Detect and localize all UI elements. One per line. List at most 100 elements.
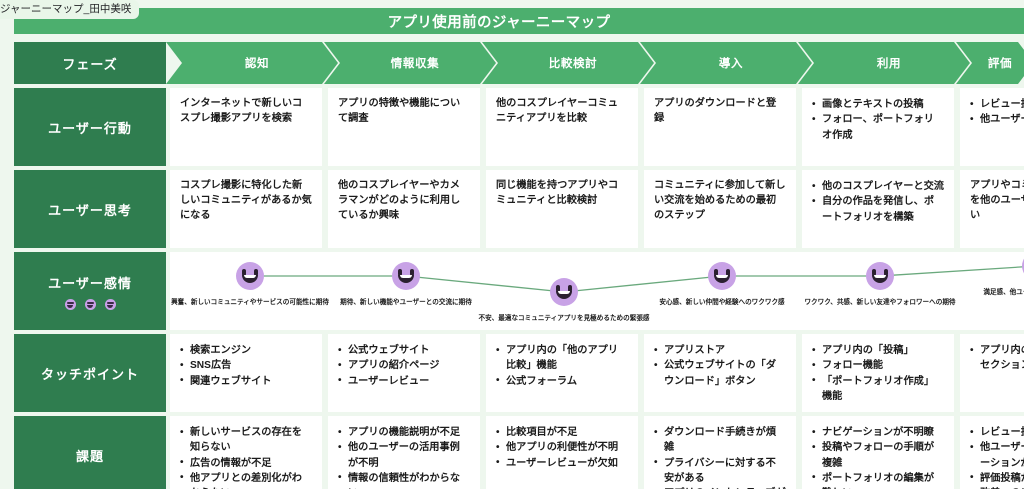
eye-right: [254, 269, 258, 276]
phase-chevron-4[interactable]: 導入: [640, 42, 812, 84]
row-label: ユーザー行動: [14, 88, 166, 166]
journey-cell[interactable]: 公式ウェブサイトアプリの紹介ページユーザーレビュー: [328, 334, 480, 412]
journey-cell[interactable]: アプリ内の「投稿」フォロー機能「ポートフォリオ作成」機能: [802, 334, 954, 412]
cell-list: レビュー投稿他ユーザーとの交流: [970, 96, 1024, 128]
emotion-smiley-icon-6: [1022, 252, 1024, 280]
journey-cell[interactable]: コスプレ撮影に特化した新しいコミュニティがあるか気になる: [170, 170, 322, 248]
list-item: SNS広告: [180, 358, 312, 373]
journey-cell[interactable]: アプリストア公式ウェブサイトの「ダウンロード」ボタン: [644, 334, 796, 412]
list-item: 公式ウェブサイト: [338, 342, 470, 358]
list-item: 他のユーザーの活用事例が不明: [338, 440, 470, 471]
cell-text: 他のコスプレイヤーやカメラマンがどのように利用しているか興味: [338, 180, 461, 221]
journey-cell[interactable]: ナビゲーションが不明瞭投稿やフォローの手順が複雑ポートフォリオの編集が難しいアプ…: [802, 416, 954, 489]
list-item: 評価投稿が面倒: [970, 470, 1024, 486]
emotion-label-icons: [64, 298, 116, 310]
emotion-smiley-icon-4: [708, 262, 736, 290]
smiley-face: [554, 285, 574, 299]
list-item: 公式フォーラム: [496, 373, 628, 389]
phase-chevron-5[interactable]: 利用: [798, 42, 970, 84]
eye-left: [398, 269, 402, 276]
journey-cell[interactable]: レビュー投稿他ユーザーとの交流: [960, 88, 1024, 166]
journey-cell[interactable]: アプリの機能説明が不足他のユーザーの活用事例が不明情報の信頼性がわからない: [328, 416, 480, 489]
page-title: アプリ使用前のジャーニーマップ: [387, 14, 611, 31]
cell-list: 他のコスプレイヤーと交流自分の作品を発信し、ポートフォリオを構築: [812, 178, 944, 225]
cell-list: レビュー投稿他ユーザーとのコミュニケーションが不足評価投稿が面倒改善へのフィード…: [970, 424, 1024, 489]
list-item: 広告の情報が不足: [180, 455, 312, 471]
journey-cell[interactable]: アプリやコミュニティの価値を他のユーザーと共有したい: [960, 170, 1024, 248]
cell-text: アプリのダウンロードと登録: [654, 98, 777, 124]
list-item: フォロー機能: [812, 358, 944, 373]
emotion-smiley-icon-3: [550, 278, 578, 306]
cell-list: ナビゲーションが不明瞭投稿やフォローの手順が複雑ポートフォリオの編集が難しいアプ…: [812, 424, 944, 489]
journey-cell[interactable]: インターネットで新しいコスプレ撮影アプリを検索: [170, 88, 322, 166]
smiley-face: [870, 269, 890, 283]
journey-cell[interactable]: アプリの特徴や機能について調査: [328, 88, 480, 166]
emotion-caption: 興奮、新しいコミュニティやサービスの可能性に期待: [171, 299, 329, 306]
list-item: 「ポートフォリオ作成」機能: [812, 373, 944, 405]
cell-list: アプリの機能説明が不足他のユーザーの活用事例が不明情報の信頼性がわからない: [338, 424, 470, 489]
mouth: [714, 275, 730, 283]
mouth: [398, 275, 414, 283]
journey-cell[interactable]: ダウンロード手続きが煩雑プライバシーに対する不安があるアプリのインセンティブが不…: [644, 416, 796, 489]
row-label: ユーザー思考: [14, 170, 166, 248]
list-item: ダウンロード手続きが煩雑: [654, 425, 786, 456]
list-item: アプリ内の「他のアプリ比較」機能: [496, 343, 628, 374]
eye-right: [726, 269, 730, 276]
list-item: ユーザーレビューが欠如: [496, 455, 628, 471]
cell-list: アプリストア公式ウェブサイトの「ダウンロード」ボタン: [654, 342, 786, 389]
list-item: プライバシーに対する不安がある: [654, 455, 786, 487]
cell-list: アプリ内の「投稿」フォロー機能「ポートフォリオ作成」機能: [812, 342, 944, 405]
phase-chevron-2[interactable]: 情報収集: [324, 42, 496, 84]
emotion-caption: 安心感、新しい仲間や経験へのワクワク感: [659, 299, 785, 306]
cell-list: 新しいサービスの存在を知らない広告の情報が不足他アプリとの差別化がわからない: [180, 425, 312, 489]
journey-cell[interactable]: アプリのダウンロードと登録: [644, 88, 796, 166]
smiley-face: [396, 269, 416, 283]
mouth: [872, 275, 888, 283]
journey-cell[interactable]: アプリ内の「他のアプリ比較」機能公式フォーラム: [486, 334, 638, 412]
emotion-caption: 期待、新しい機能やユーザーとの交流に期待: [340, 299, 472, 306]
document-tab[interactable]: ジャーニーマップ_田中美咲: [0, 0, 140, 19]
journey-cell[interactable]: アプリ内の「レビュー」セクション: [960, 334, 1024, 412]
phase-chevron-label: 評価: [987, 58, 1013, 70]
journey-cell[interactable]: レビュー投稿他ユーザーとのコミュニケーションが不足評価投稿が面倒改善へのフィード…: [960, 416, 1024, 489]
smiley-icon: [84, 298, 96, 310]
list-item: 他ユーザーとのコミュニケーションが不足: [970, 440, 1024, 471]
phase-chevron-label: 比較検討: [548, 58, 598, 70]
phase-row: フェーズ 認知 情報収集 比較検討 導入利用 評価: [14, 42, 1024, 84]
journey-cell[interactable]: 検索エンジンSNS広告関連ウェブサイト: [170, 334, 322, 412]
title-bar: アプリ使用前のジャーニーマップ: [14, 8, 1024, 34]
cell-list: 比較項目が不足他アプリの利便性が不明ユーザーレビューが欠如: [496, 424, 628, 471]
row-label-phase-text: フェーズ: [62, 56, 118, 72]
journey-cell[interactable]: 画像とテキストの投稿フォロー、ポートフォリオ作成: [802, 88, 954, 166]
list-item: 情報の信頼性がわからない: [338, 470, 470, 489]
eye-right: [884, 269, 888, 276]
phase-chevron-label: 認知: [244, 58, 270, 70]
journey-cell[interactable]: コミュニティに参加して新しい交流を始めるための最初のステップ: [644, 170, 796, 248]
content-row: ユーザー思考コスプレ撮影に特化した新しいコミュニティがあるか気になる他のコスプレ…: [14, 170, 1024, 248]
cell-list: 検索エンジンSNS広告関連ウェブサイト: [180, 342, 312, 389]
eye-right: [568, 285, 572, 292]
list-item: ポートフォリオの編集が難しい: [812, 470, 944, 489]
phase-chevron-1[interactable]: 認知: [166, 42, 338, 84]
journey-cell[interactable]: 同じ機能を持つアプリやコミュニティと比較検討: [486, 170, 638, 248]
emotion-smiley-icon-1: [236, 262, 264, 290]
cell-list: ダウンロード手続きが煩雑プライバシーに対する不安があるアプリのインセンティブが不…: [654, 425, 786, 489]
list-item: 投稿やフォローの手順が複雑: [812, 440, 944, 471]
list-item: 検索エンジン: [180, 342, 312, 358]
journey-cell[interactable]: 比較項目が不足他アプリの利便性が不明ユーザーレビューが欠如: [486, 416, 638, 489]
journey-cell[interactable]: 他のコスプレイヤーと交流自分の作品を発信し、ポートフォリオを構築: [802, 170, 954, 248]
journey-cell[interactable]: 新しいサービスの存在を知らない広告の情報が不足他アプリとの差別化がわからない: [170, 416, 322, 489]
cell-text: インターネットで新しいコスプレ撮影アプリを検索: [180, 98, 303, 124]
list-item: アプリ内の「レビュー」セクション: [970, 343, 1024, 374]
eye-left: [556, 285, 560, 292]
emotion-caption: ワクワク、共感、新しい友達やフォロワーへの期待: [804, 299, 956, 306]
content-row: 課題新しいサービスの存在を知らない広告の情報が不足他アプリとの差別化がわからない…: [14, 416, 1024, 489]
journey-cell[interactable]: 他のコスプレイヤーコミュニティアプリを比較: [486, 88, 638, 166]
journey-cell[interactable]: 他のコスプレイヤーやカメラマンがどのように利用しているか興味: [328, 170, 480, 248]
list-item: 関連ウェブサイト: [180, 373, 312, 389]
emotion-caption: 満足感、他ユーザーへの影響に喜び: [983, 289, 1024, 296]
eye-left: [714, 269, 718, 276]
phase-chevron-3[interactable]: 比較検討: [482, 42, 654, 84]
rows-bottom: タッチポイント検索エンジンSNS広告関連ウェブサイト公式ウェブサイトアプリの紹介…: [14, 334, 1024, 489]
cell-list: 公式ウェブサイトアプリの紹介ページユーザーレビュー: [338, 342, 470, 389]
